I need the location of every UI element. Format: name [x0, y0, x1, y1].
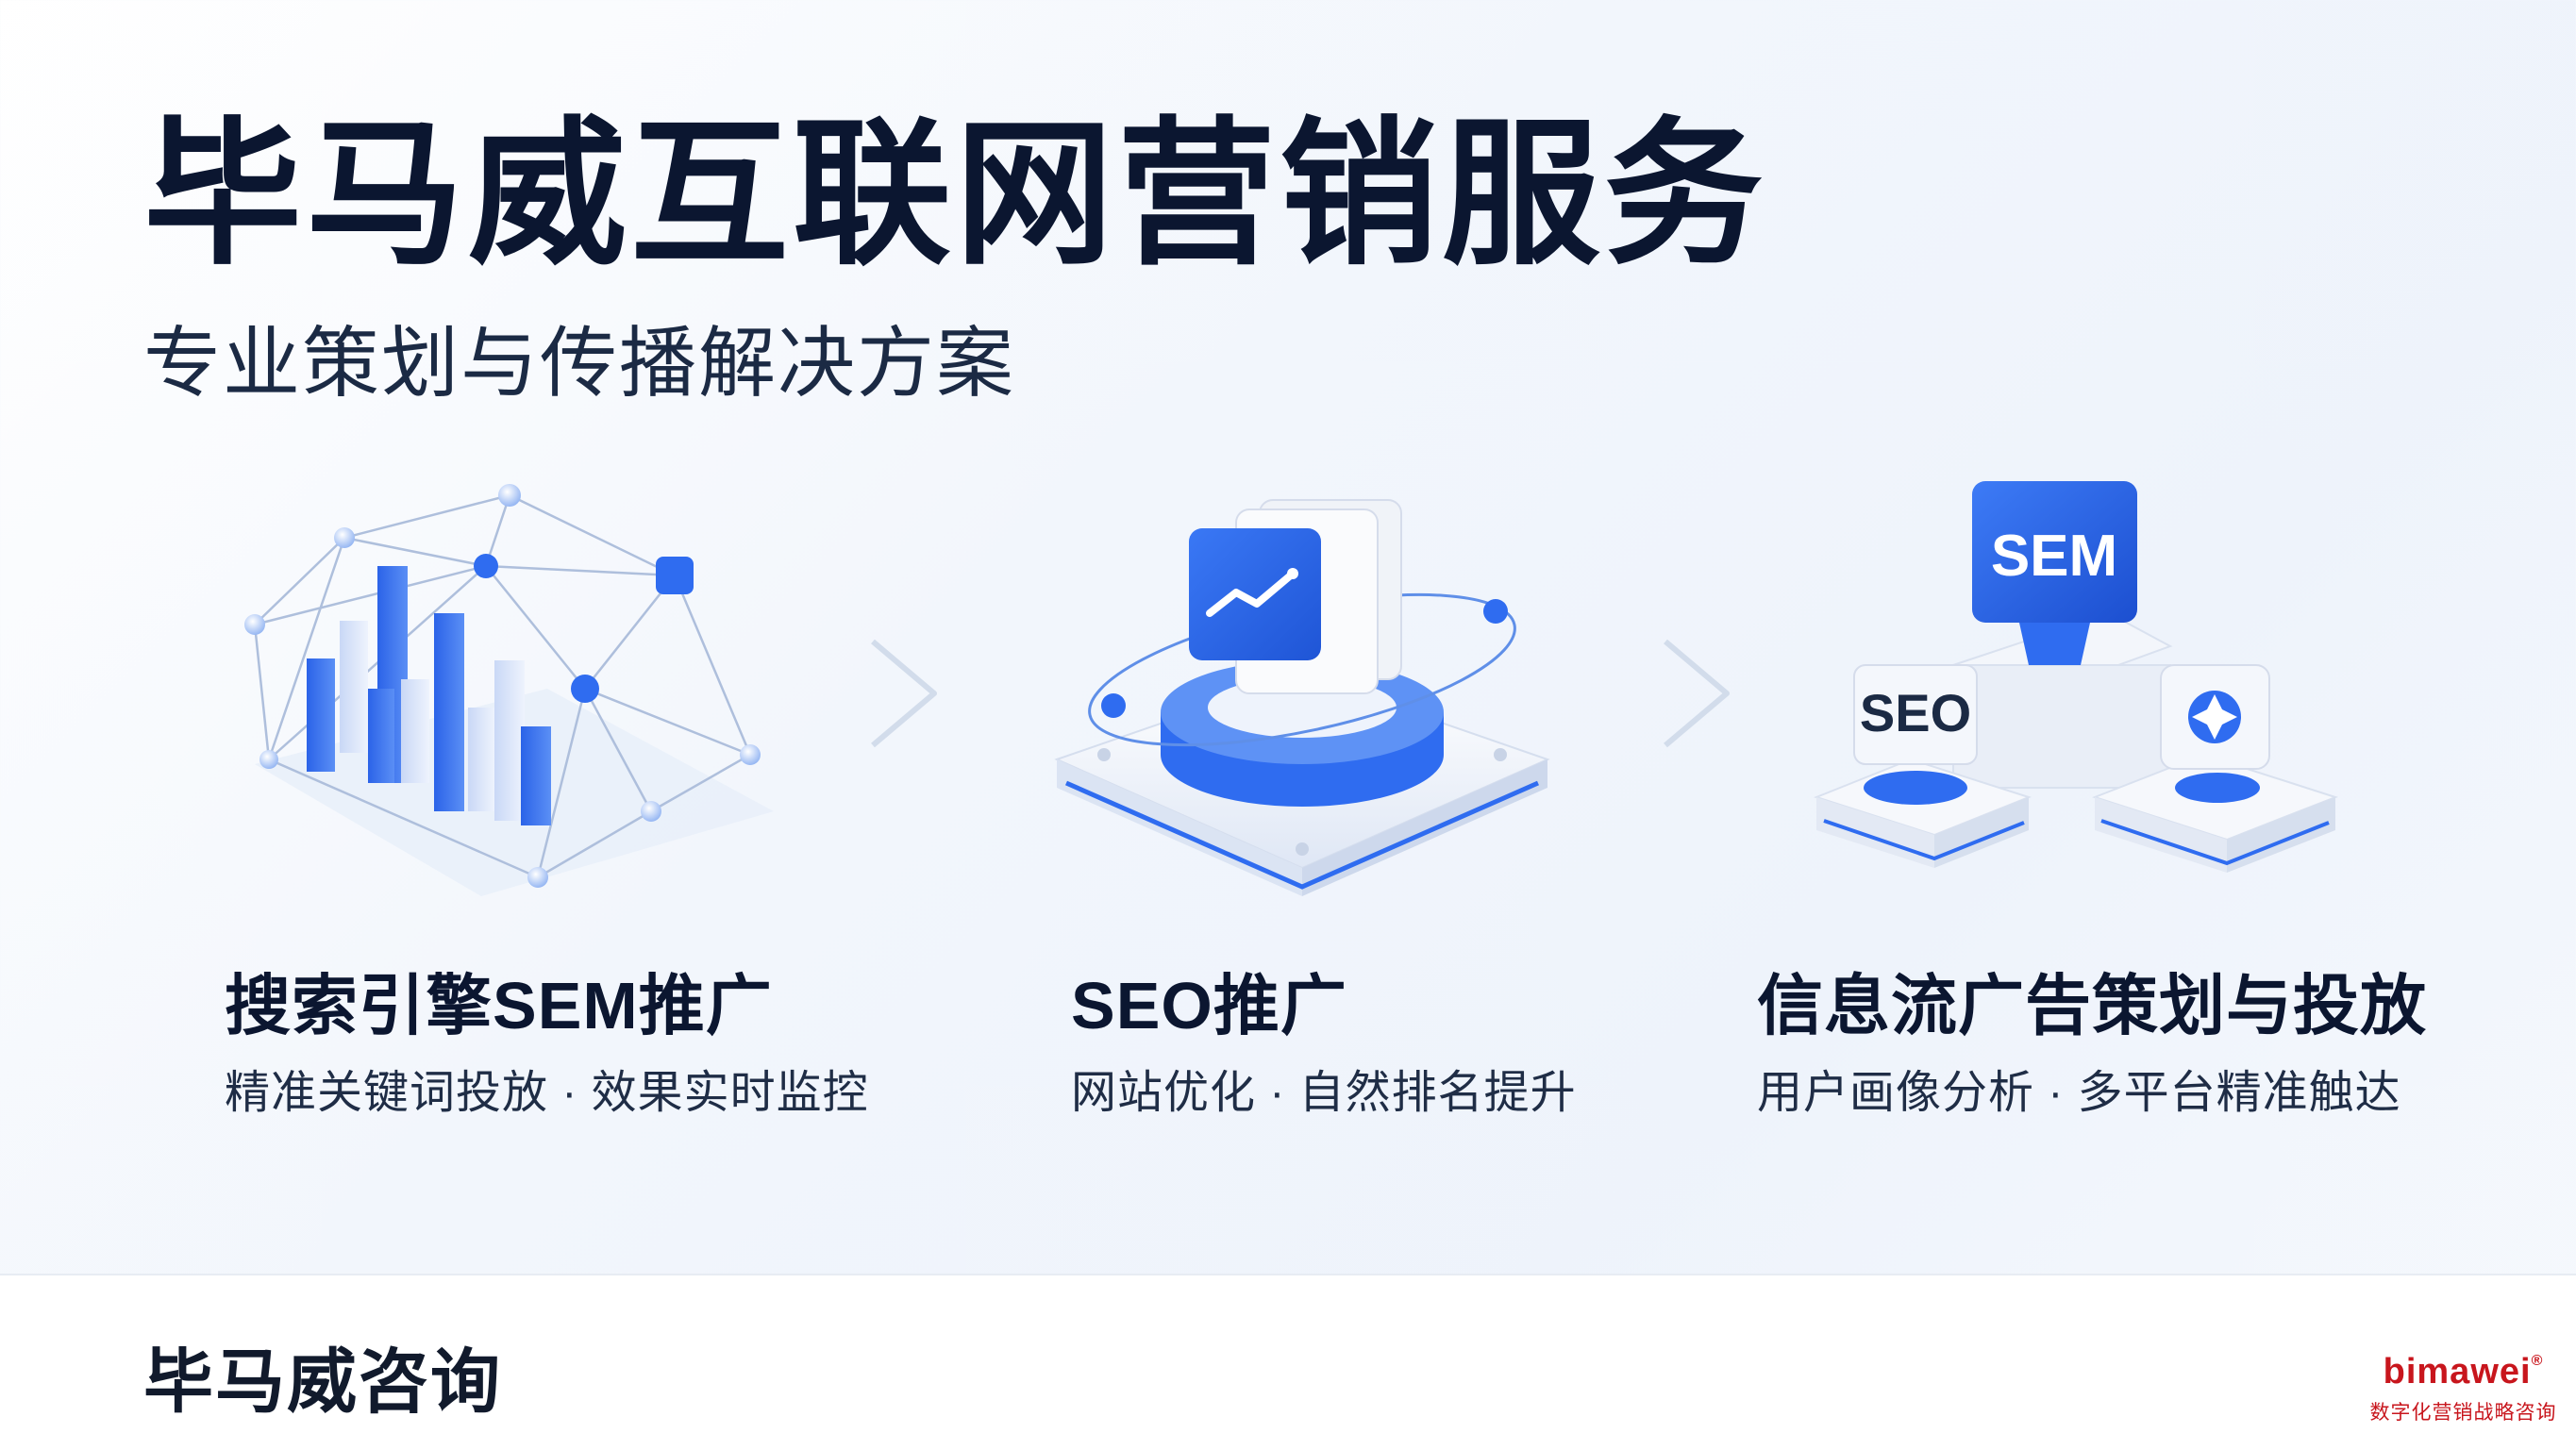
footer-brand: 毕马威咨询: [143, 1342, 502, 1421]
service-title-seo: SEO推广: [1071, 969, 1347, 1042]
analytics-network-icon: [244, 484, 774, 896]
service-title-sem: 搜索引擎SEM推广: [225, 969, 773, 1042]
page-title: 毕马威互联网营销服务: [143, 106, 1766, 283]
chevron-right-icon: [871, 639, 937, 748]
sem-seo-platforms-icon: SEM SEO: [1814, 481, 2338, 873]
seo-screen-label: SEO: [1860, 683, 1971, 742]
sem-screen-label: SEM: [1991, 524, 2117, 589]
footer-bar: 毕马威咨询 bimawei® 数字化营销战略咨询: [0, 1274, 2576, 1450]
service-desc-feed-ads: 用户画像分析 · 多平台精准触达: [1757, 1068, 2401, 1118]
service-title-feed-ads: 信息流广告策划与投放: [1757, 969, 2427, 1042]
service-desc-seo: 网站优化 · 自然排名提升: [1071, 1068, 1577, 1118]
logo-wordmark: bimawei: [2383, 1352, 2532, 1392]
service-desc-sem: 精准关键词投放 · 效果实时监控: [225, 1068, 869, 1118]
page-subtitle: 专业策划与传播解决方案: [143, 321, 1016, 407]
logo-tagline: 数字化营销战略咨询: [2369, 1402, 2557, 1424]
chevron-right-icon: [1664, 639, 1730, 748]
logo-registered-mark: ®: [2531, 1353, 2544, 1369]
seo-monitor-platform-icon: [1054, 499, 1550, 896]
bimawei-logo: bimawei® 数字化营销战略咨询: [2367, 1354, 2560, 1425]
